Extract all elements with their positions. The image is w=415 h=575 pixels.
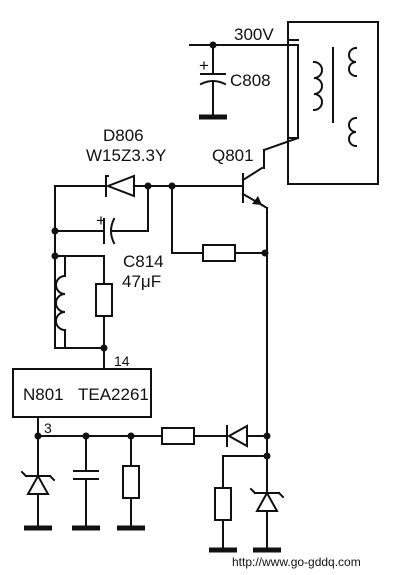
supply-300v-rail: 300V — [189, 25, 299, 139]
n801-ref-label: N801 — [23, 385, 64, 404]
inductor-resistor-network: 14 — [51, 252, 130, 369]
pin14-label: 14 — [114, 353, 130, 369]
transformer — [287, 21, 379, 185]
ic-n801: N801 TEA2261 3 — [12, 368, 152, 437]
zener-pin3 — [20, 435, 56, 531]
c814-polarity-label: + — [96, 211, 106, 230]
zener-d806: D806 W15Z3.3Y — [54, 126, 176, 198]
n801-part-label: TEA2261 — [78, 385, 149, 404]
resistor-pin3-ground — [117, 435, 145, 531]
d806-ref-label: D806 — [103, 126, 144, 145]
emitter-network — [209, 435, 285, 553]
c808-label: C808 — [230, 71, 271, 90]
c814-value-label: 47μF — [122, 272, 161, 291]
capacitor-c814: + C814 47μF — [51, 185, 164, 349]
transistor-q801: Q801 — [171, 136, 300, 433]
pin3-label: 3 — [44, 420, 52, 436]
diode-feedback — [226, 424, 271, 448]
capacitor-c808: + C808 — [199, 44, 271, 120]
resistor-base-bias — [171, 185, 269, 262]
q801-label: Q801 — [212, 146, 254, 165]
d806-part-label: W15Z3.3Y — [86, 146, 166, 165]
c808-polarity-label: + — [199, 56, 209, 75]
capacitor-filter — [72, 435, 100, 531]
supply-voltage-label: 300V — [234, 25, 274, 44]
c814-ref-label: C814 — [123, 252, 164, 271]
watermark-url: http://www.go-gddq.com — [232, 555, 361, 569]
